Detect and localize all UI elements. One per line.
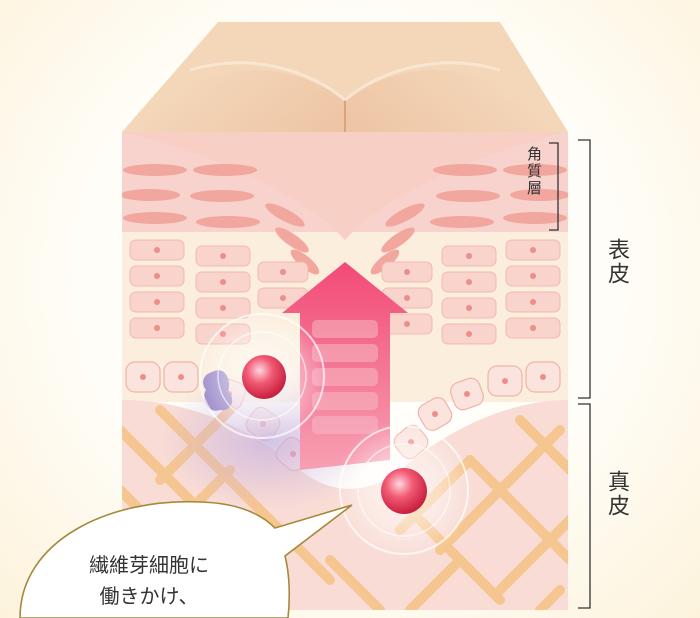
callout-text: 繊維芽細胞に 働きかけ、 [34,550,264,612]
callout-line-1: 繊維芽細胞に [89,553,209,577]
dermis-bracket [578,403,591,609]
callout-line-2: 働きかけ、 [99,584,199,608]
callout-bubble [19,500,353,618]
fibroblast-cell-lower [334,420,474,560]
fibroblast-cell-upper [196,310,328,442]
stratum-stripes-left [122,164,320,275]
dermis-label: 真皮 [604,470,629,518]
epidermis-bracket [578,139,591,399]
stratum-bracket [549,142,559,231]
epidermis-label: 表皮 [604,238,629,286]
fibroblast-cell-icon [381,468,427,514]
fibroblast-cell-icon [242,355,286,399]
stratum-corneum-label: 角質層 [525,146,543,197]
arrow-inner-cells [312,320,378,434]
stratum-stripes-right [370,164,568,275]
